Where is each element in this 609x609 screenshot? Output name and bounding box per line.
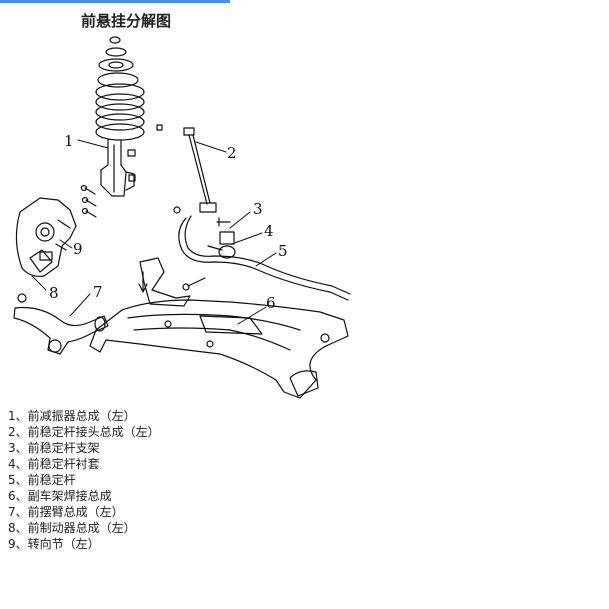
legend-item: 8、前制动器总成（左）: [8, 521, 136, 535]
callout-1: 1: [64, 132, 74, 150]
stabilizer-link-drawing: [173, 127, 217, 214]
callout-8: 8: [49, 284, 59, 302]
knuckle-brake-drawing: [15, 197, 77, 277]
callout-7: 7: [93, 283, 103, 301]
control-arm-drawing: [13, 306, 109, 355]
fasteners-drawing: [17, 124, 231, 303]
legend-item: 6、副车架焊接总成: [8, 489, 112, 503]
stabilizer-bar-drawing: [178, 215, 351, 301]
legend-item: 4、前稳定杆衬套: [8, 457, 100, 471]
legend-item: 1、前减振器总成（左）: [8, 409, 136, 423]
legend-item: 3、前稳定杆支架: [8, 441, 100, 455]
parts-legend: 1、前减振器总成（左） 2、前稳定杆接头总成（左） 3、前稳定杆支架 4、前稳定…: [8, 408, 160, 552]
callout-4: 4: [264, 222, 274, 240]
page-title: 前悬挂分解图: [81, 12, 172, 30]
legend-item: 5、前稳定杆: [8, 473, 76, 487]
callout-2: 2: [227, 144, 237, 162]
subframe-drawing: [89, 257, 349, 399]
callout-9: 9: [73, 240, 83, 258]
callout-5: 5: [278, 242, 288, 260]
top-accent-bar: [0, 0, 230, 3]
callout-6: 6: [266, 294, 276, 312]
suspension-exploded-diagram: 1 2 3 4 5 6 7 8 9: [0, 28, 360, 408]
legend-item: 7、前摆臂总成（左）: [8, 505, 124, 519]
callout-3: 3: [253, 200, 263, 218]
shock-absorber-drawing: [95, 36, 145, 197]
legend-item: 9、转向节（左）: [8, 537, 100, 551]
legend-item: 2、前稳定杆接头总成（左）: [8, 425, 160, 439]
callout-leaders: [31, 139, 277, 325]
